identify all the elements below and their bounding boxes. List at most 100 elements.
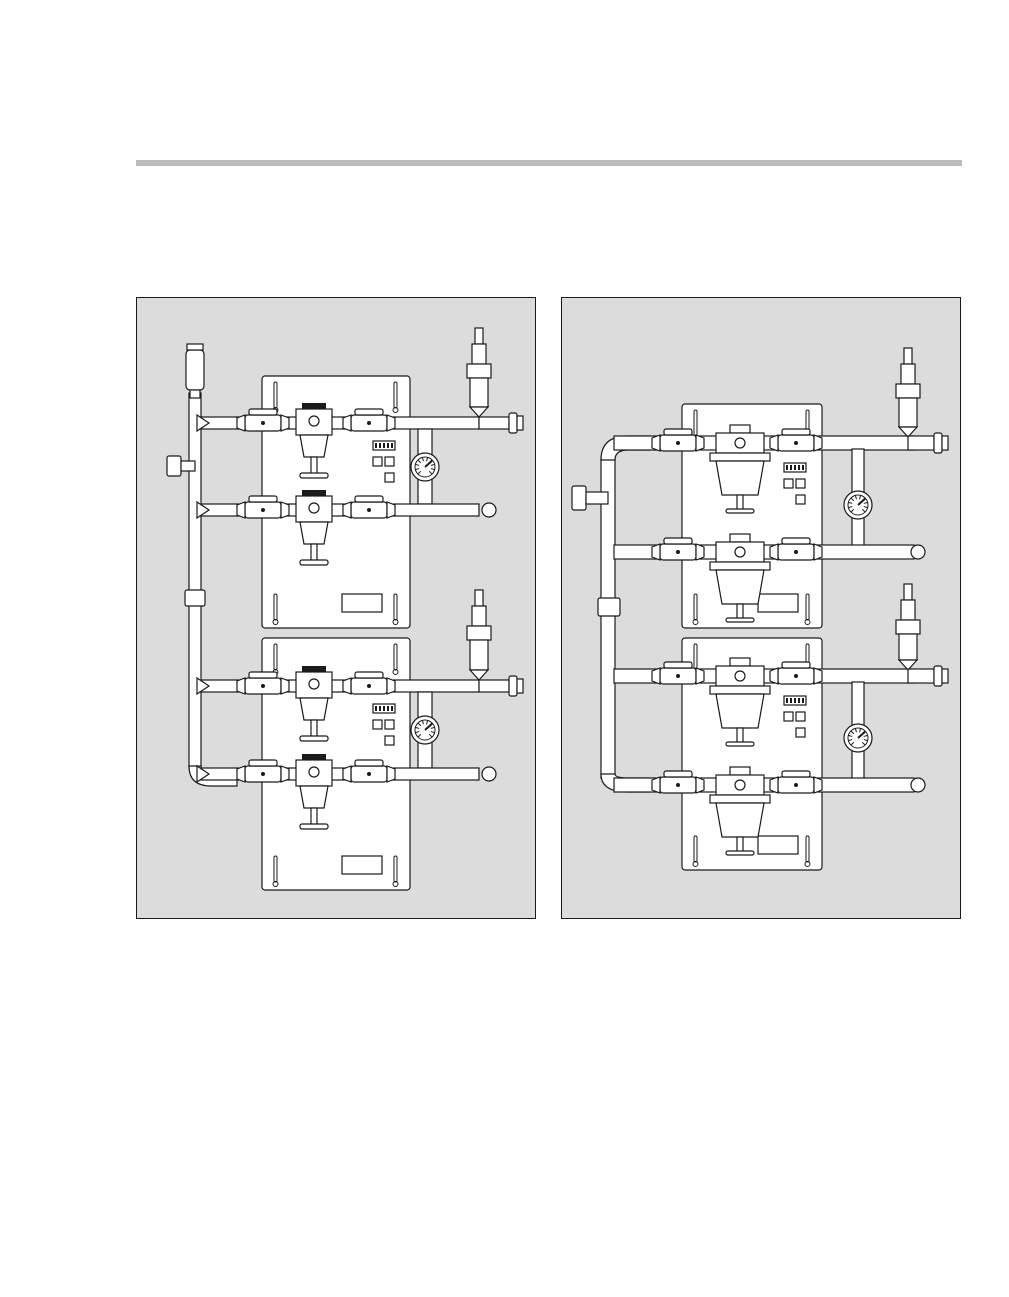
valve-nut bbox=[387, 502, 395, 518]
outlet-pipe bbox=[908, 669, 934, 683]
valve-nut bbox=[652, 544, 660, 560]
valve-nut bbox=[343, 766, 351, 782]
regulator-bonnet bbox=[300, 786, 328, 808]
valve-nut bbox=[237, 766, 245, 782]
regulator-knob bbox=[726, 509, 754, 513]
regulator-knob bbox=[300, 560, 328, 565]
regulator-flange bbox=[710, 795, 770, 803]
valve-nut bbox=[387, 415, 395, 431]
valve-nut bbox=[814, 777, 822, 793]
switch-icon bbox=[796, 728, 805, 737]
outlet-nipple bbox=[517, 416, 523, 430]
switch-icon bbox=[385, 473, 394, 482]
indicator-segment bbox=[798, 465, 800, 470]
header-shutoff-valve bbox=[186, 350, 204, 390]
regulator-dome bbox=[716, 694, 764, 728]
header-union bbox=[185, 590, 205, 606]
valve-nut bbox=[237, 415, 245, 431]
valve-stem bbox=[367, 508, 371, 512]
regulator-port bbox=[309, 767, 319, 777]
valve-nut bbox=[770, 777, 778, 793]
indicator-segment bbox=[379, 706, 381, 711]
regulator-knob bbox=[726, 742, 754, 746]
valve-nut bbox=[237, 502, 245, 518]
supply-header-pipe bbox=[601, 458, 615, 778]
valve-stem bbox=[794, 783, 798, 787]
regulator-port bbox=[735, 438, 745, 448]
valve-handle bbox=[664, 538, 692, 544]
indicator-segment bbox=[383, 706, 385, 711]
header-union bbox=[598, 598, 620, 616]
outlet-nipple bbox=[942, 436, 948, 450]
valve-nut bbox=[652, 777, 660, 793]
valve-nut bbox=[343, 415, 351, 431]
outlet-fitting bbox=[934, 433, 942, 453]
indicator-segment bbox=[802, 465, 804, 470]
regulator-flange bbox=[710, 453, 770, 461]
outlet-nipple bbox=[517, 679, 523, 693]
indicator-segment bbox=[794, 698, 796, 703]
switch-icon bbox=[784, 712, 793, 721]
valve-nut bbox=[696, 544, 704, 560]
regulator-knob bbox=[300, 824, 328, 829]
valve-nut bbox=[696, 668, 704, 684]
regulator-port bbox=[309, 679, 319, 689]
outlet-pipe bbox=[479, 680, 509, 692]
inlet-pipe bbox=[586, 492, 608, 504]
regulator-port bbox=[735, 671, 745, 681]
nameplate bbox=[342, 594, 382, 612]
valve-handle bbox=[355, 409, 383, 415]
supply-header-pipe bbox=[189, 393, 201, 768]
valve-nut bbox=[281, 502, 289, 518]
valve-nut bbox=[696, 435, 704, 451]
inlet-pipe bbox=[181, 461, 195, 471]
regulator-bonnet bbox=[300, 698, 328, 720]
indicator-segment bbox=[802, 698, 804, 703]
valve-handle bbox=[355, 672, 383, 678]
outlet-pipe bbox=[908, 436, 934, 450]
regulator-stem bbox=[311, 720, 317, 738]
regulator-port bbox=[309, 416, 319, 426]
valve-stem bbox=[367, 684, 371, 688]
valve-handle bbox=[249, 672, 277, 678]
relief-valve-spring bbox=[899, 634, 917, 660]
valve-stem bbox=[794, 674, 798, 678]
indicator-segment bbox=[786, 698, 788, 703]
outlet-pipe bbox=[479, 417, 509, 429]
regulator-dome bbox=[716, 803, 764, 837]
valve-stem bbox=[794, 441, 798, 445]
relief-valve-body bbox=[901, 364, 915, 384]
outlet-fitting bbox=[509, 413, 517, 433]
valve-nut bbox=[696, 777, 704, 793]
relief-valve-hex bbox=[467, 364, 491, 378]
regulator-knob bbox=[300, 736, 328, 741]
outlet-fitting bbox=[934, 666, 942, 686]
indicator-segment bbox=[798, 698, 800, 703]
valve-handle bbox=[249, 409, 277, 415]
regulator-port bbox=[309, 503, 319, 513]
indicator-segment bbox=[383, 443, 385, 448]
nameplate bbox=[758, 594, 798, 612]
valve-nut bbox=[770, 435, 778, 451]
valve-handle bbox=[664, 429, 692, 435]
valve-nut bbox=[814, 544, 822, 560]
valve-handle bbox=[782, 538, 810, 544]
valve-handle bbox=[782, 429, 810, 435]
regulator-bonnet bbox=[300, 435, 328, 457]
nameplate bbox=[342, 856, 382, 874]
valve-stem bbox=[676, 674, 680, 678]
regulator-cap bbox=[302, 403, 326, 409]
valve-stem bbox=[794, 550, 798, 554]
nameplate bbox=[758, 836, 798, 854]
valve-nut bbox=[387, 766, 395, 782]
valve-nut bbox=[343, 502, 351, 518]
valve-nut bbox=[652, 435, 660, 451]
valve-stem bbox=[676, 550, 680, 554]
indicator-segment bbox=[375, 443, 377, 448]
pipe-plug bbox=[482, 767, 496, 781]
valve-stem bbox=[261, 421, 265, 425]
regulator-cap bbox=[730, 534, 750, 542]
regulator-cap bbox=[730, 658, 750, 666]
switch-icon bbox=[784, 479, 793, 488]
indicator-segment bbox=[794, 465, 796, 470]
